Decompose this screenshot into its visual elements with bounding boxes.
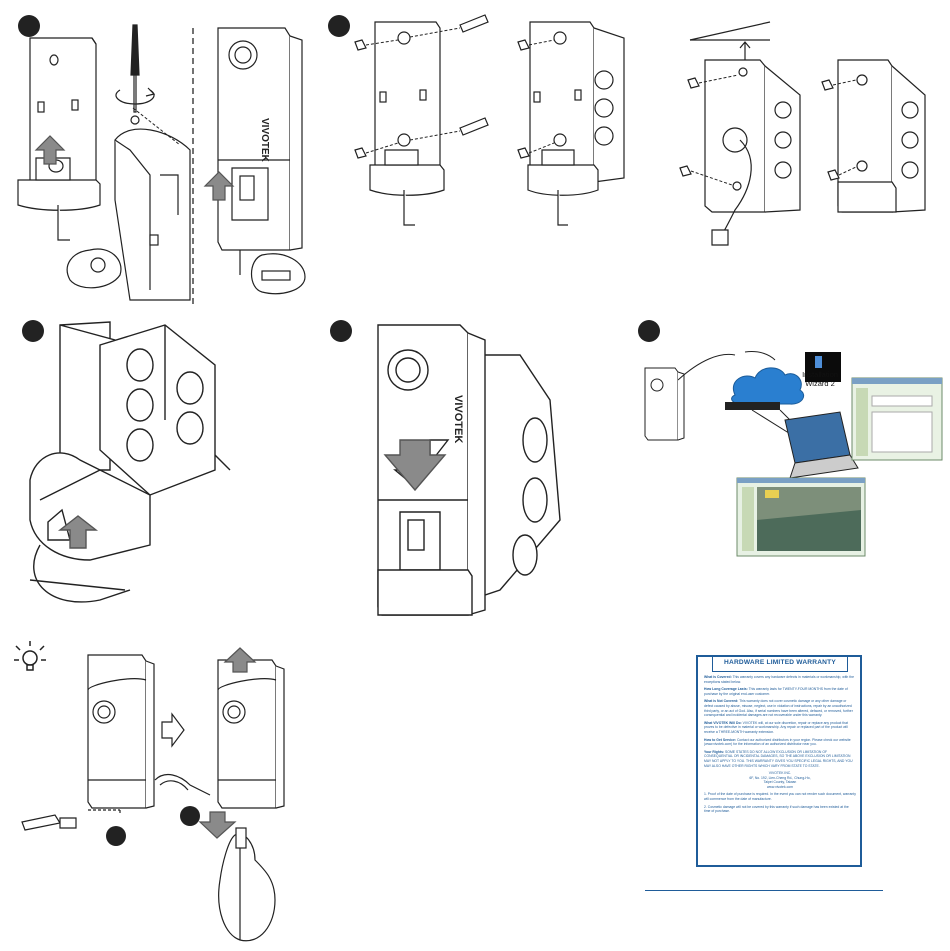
warranty-rights: Your Rights: SOME STATES DO NOT ALLOW EX… <box>704 749 853 768</box>
brand-label: VIVOTEK <box>259 118 270 163</box>
switch-icon <box>725 402 780 410</box>
warranty-service: How to Get Service: Contact our authoriz… <box>704 737 851 747</box>
step-3-marker <box>22 320 44 342</box>
warranty-card: HARDWARE LIMITED WARRANTY What is Covere… <box>696 655 862 867</box>
brand-label-step4: VIVOTEK <box>452 395 464 443</box>
step-2-marker <box>328 15 350 37</box>
lightbulb-icon <box>14 641 46 671</box>
installer-label: Installation Wizard 2 <box>802 370 838 388</box>
warranty-body: What is Covered: This warranty covers an… <box>704 675 856 817</box>
warranty-not-covered: What is Not Covered: This warranty does … <box>704 699 853 718</box>
live-view-window <box>736 477 866 557</box>
warranty-company: VIVOTEK INC. 6F, No. 192, Lien-Cheng Rd.… <box>749 771 811 789</box>
warranty-duration: How Long Coverage Lasts: This warranty l… <box>704 687 848 696</box>
warranty-title: HARDWARE LIMITED WARRANTY <box>712 656 848 672</box>
step-5-marker <box>638 320 660 342</box>
warranty-covered: What is Covered: This warranty covers an… <box>704 675 854 684</box>
warranty-will-do: What VIVOTEK Will Do: VIVOTEK will, at o… <box>704 720 848 734</box>
installer-icon <box>805 352 841 382</box>
warranty-note-1: 1. Proof of the date of purchase is requ… <box>704 792 856 802</box>
wizard-window <box>851 377 943 461</box>
step-4-marker <box>330 320 352 342</box>
warranty-note-2: 2. Cosmetic damage will not be covered b… <box>704 804 849 814</box>
hand-icon <box>218 833 276 942</box>
step-1-marker <box>18 15 40 37</box>
footer-rule <box>645 890 883 891</box>
paperclip-icon <box>154 773 211 796</box>
